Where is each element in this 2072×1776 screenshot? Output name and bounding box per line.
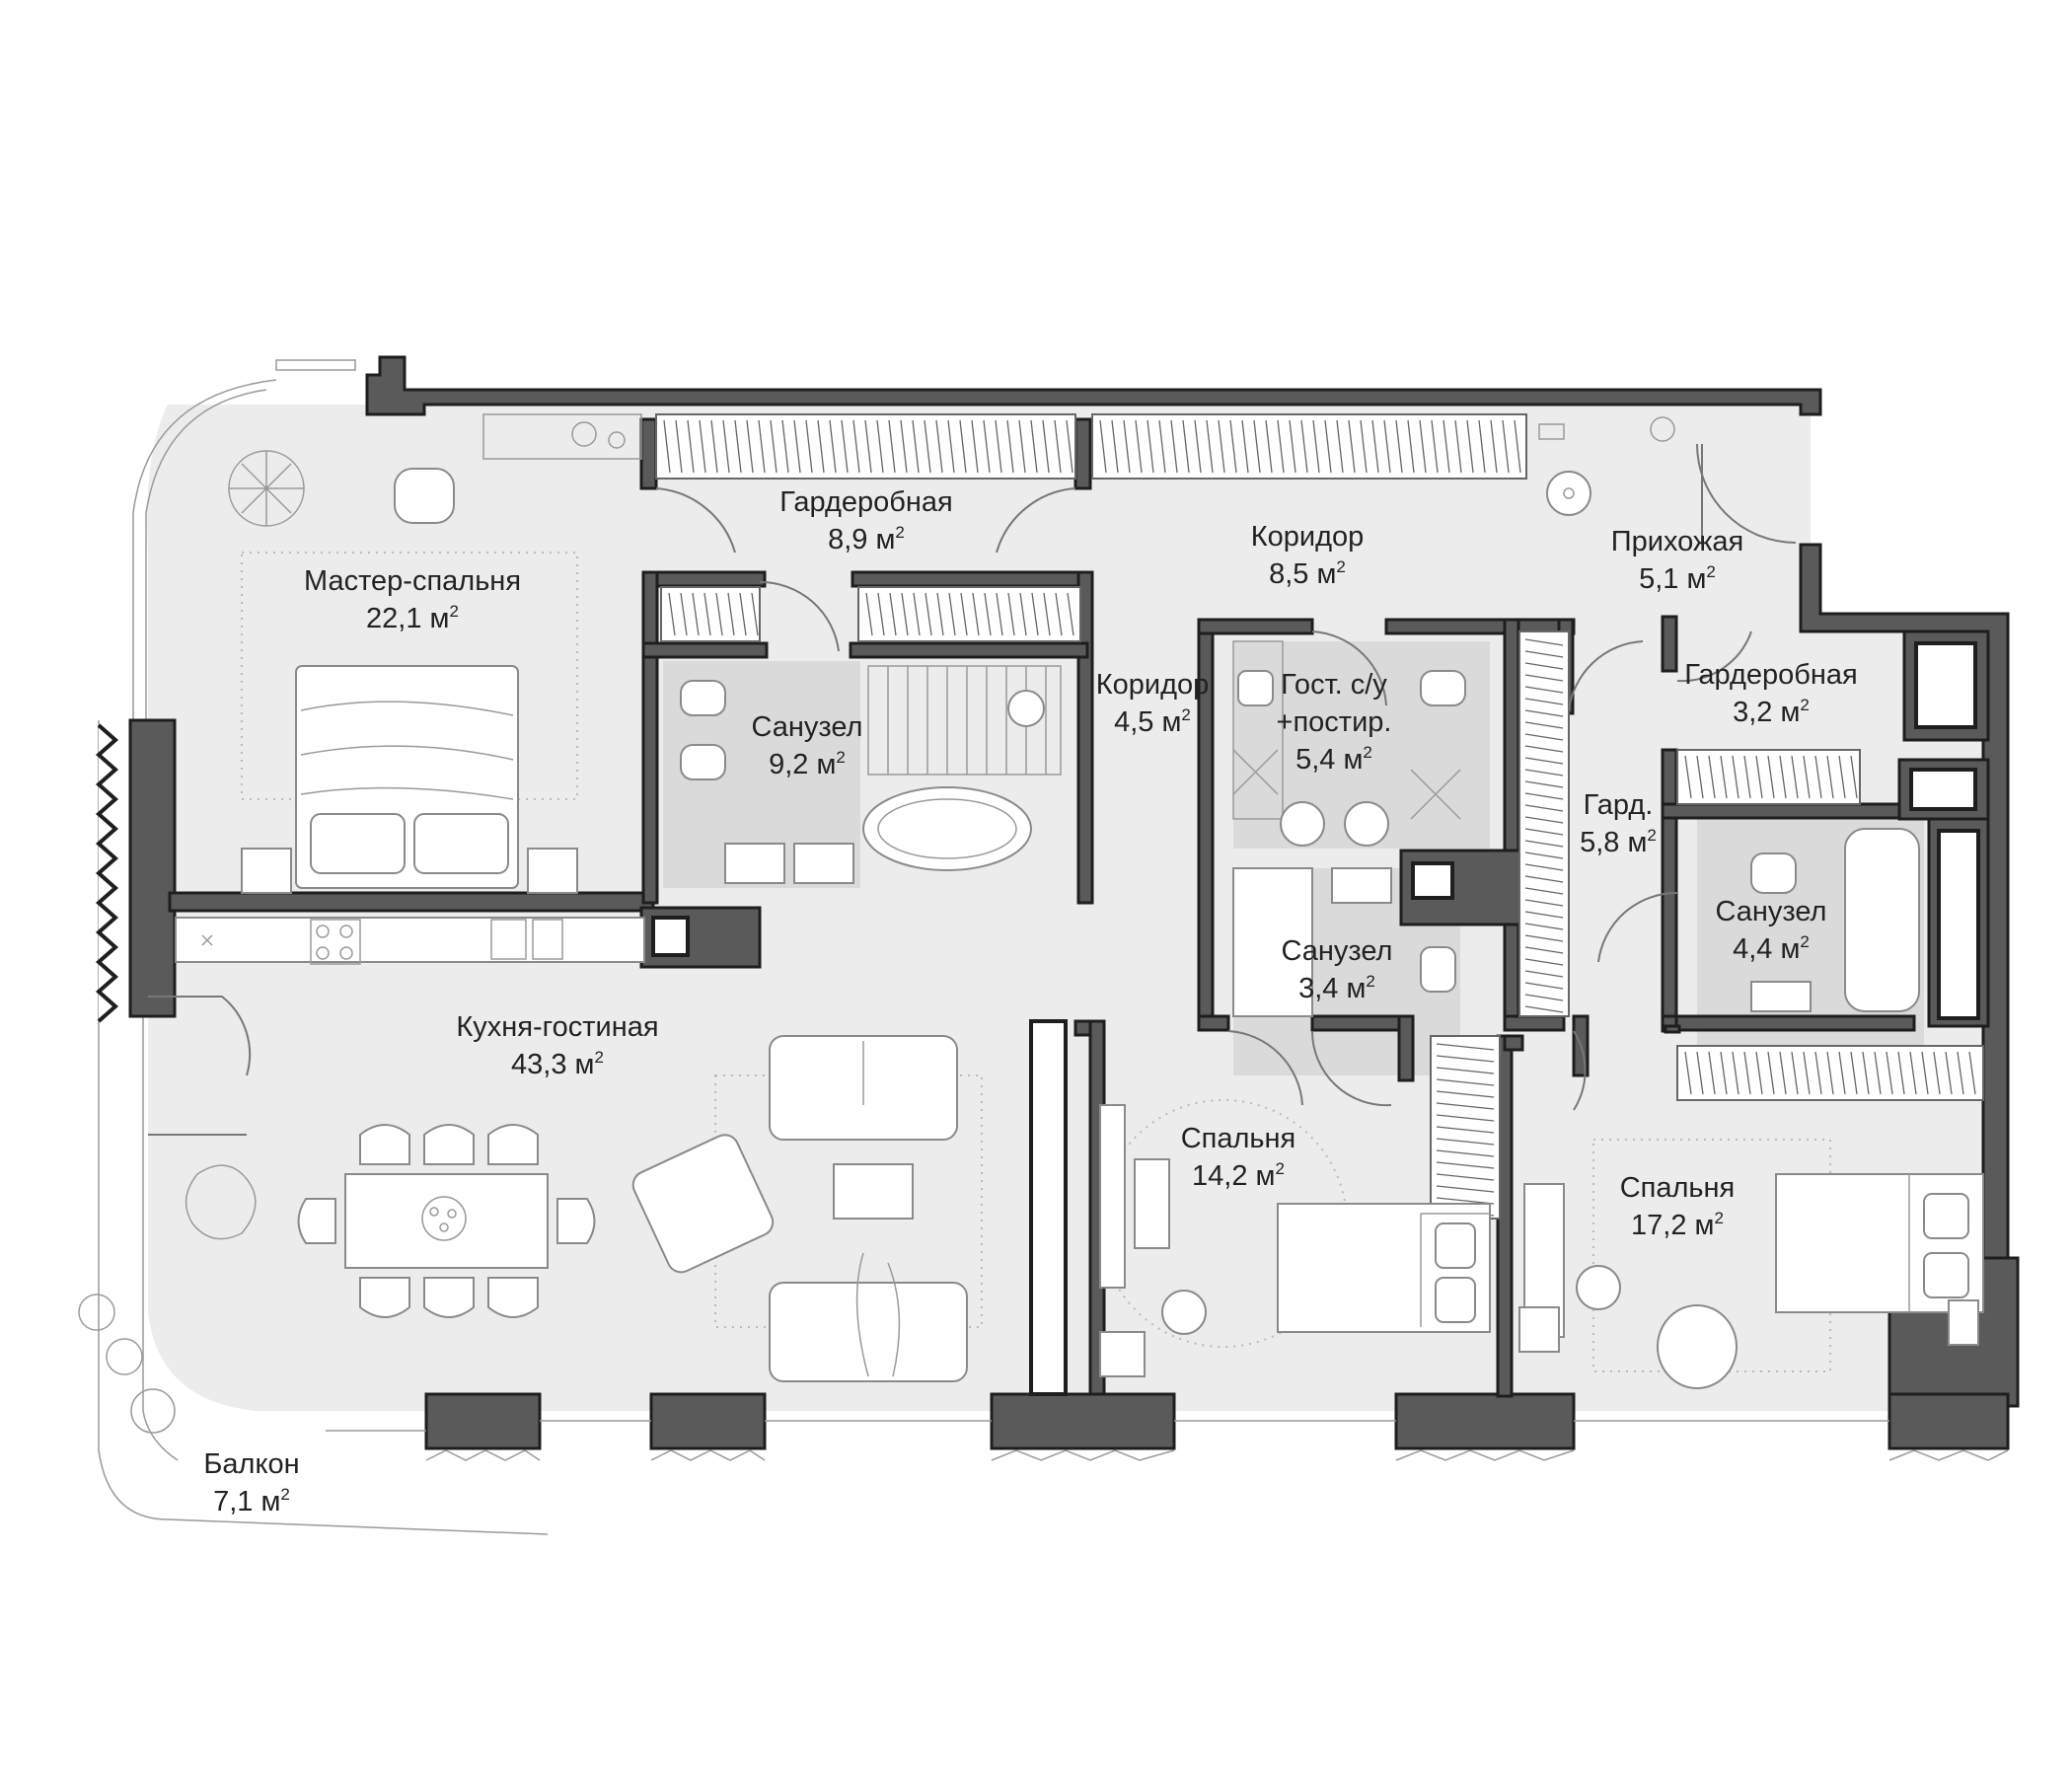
area-unit: м bbox=[429, 603, 450, 634]
room-name: Коридор bbox=[1250, 521, 1365, 553]
room-name: Спальня bbox=[1619, 1172, 1736, 1204]
area-unit: м bbox=[1780, 697, 1801, 728]
area-unit: м bbox=[574, 1049, 595, 1080]
area-exponent: 2 bbox=[594, 1048, 604, 1067]
room-area-value: 43,3 bbox=[511, 1049, 567, 1080]
area-unit: м bbox=[875, 524, 896, 555]
area-exponent: 2 bbox=[1363, 743, 1372, 762]
room-area-value: 5,4 bbox=[1295, 744, 1336, 776]
room-area-value: 8,5 bbox=[1269, 558, 1309, 590]
room-area: 5,4 м2 bbox=[1277, 741, 1392, 778]
area-exponent: 2 bbox=[449, 602, 459, 621]
area-unit: м bbox=[1161, 706, 1182, 738]
room-area-value: 3,2 bbox=[1733, 697, 1773, 728]
room-area-value: 7,1 bbox=[213, 1486, 254, 1517]
room-name: Прихожая bbox=[1610, 526, 1744, 557]
window-piers bbox=[326, 1392, 2010, 1461]
room-area: 4,4 м2 bbox=[1716, 930, 1827, 968]
room-name: Кухня-гостиная bbox=[456, 1011, 659, 1043]
area-unit: м bbox=[1346, 973, 1367, 1004]
room-area: 5,1 м2 bbox=[1611, 560, 1743, 598]
room-area: 4,5 м2 bbox=[1096, 703, 1210, 741]
room-area-value: 5,1 bbox=[1639, 563, 1679, 595]
area-exponent: 2 bbox=[1800, 932, 1810, 951]
area-unit: м bbox=[1686, 563, 1707, 595]
room-name: Мастер-спальня bbox=[303, 565, 522, 597]
room-area: 14,2 м2 bbox=[1181, 1157, 1296, 1195]
room-name: Гард. bbox=[1583, 789, 1654, 821]
room-name: Коридор bbox=[1095, 669, 1210, 701]
room-area: 8,9 м2 bbox=[779, 521, 952, 558]
room-name: Гост. с/у bbox=[1281, 669, 1387, 701]
area-exponent: 2 bbox=[1706, 562, 1716, 581]
room-area: 17,2 м2 bbox=[1620, 1207, 1736, 1244]
area-exponent: 2 bbox=[895, 523, 905, 542]
area-unit: м bbox=[1255, 1160, 1276, 1192]
room-area-value: 22,1 bbox=[366, 603, 422, 634]
area-exponent: 2 bbox=[1336, 557, 1346, 576]
room-area: 3,2 м2 bbox=[1684, 694, 1857, 731]
area-unit: м bbox=[1627, 827, 1648, 858]
room-area: 22,1 м2 bbox=[304, 600, 521, 637]
room-name: Санузел bbox=[1715, 896, 1827, 927]
area-exponent: 2 bbox=[1800, 696, 1810, 714]
area-exponent: 2 bbox=[1714, 1209, 1724, 1227]
room-area-value: 3,4 bbox=[1298, 973, 1339, 1004]
area-unit: м bbox=[1316, 558, 1337, 590]
room-name: Гардеробная bbox=[779, 486, 953, 518]
room-area: 3,4 м2 bbox=[1282, 970, 1393, 1007]
area-unit: м bbox=[1780, 933, 1801, 965]
room-name: Спальня bbox=[1180, 1123, 1296, 1154]
room-area-value: 14,2 bbox=[1192, 1160, 1248, 1192]
room-area-value: 4,4 bbox=[1733, 933, 1773, 965]
balcony-outline bbox=[78, 720, 549, 1535]
area-exponent: 2 bbox=[836, 748, 846, 767]
room-area: 8,5 м2 bbox=[1251, 555, 1365, 593]
room-label-wardrobe-3: Гард.5,8 м2 bbox=[1580, 786, 1657, 861]
furniture bbox=[175, 413, 1984, 1389]
area-unit: м bbox=[1694, 1210, 1715, 1241]
room-area: 9,2 м2 bbox=[752, 746, 863, 783]
area-exponent: 2 bbox=[1275, 1159, 1285, 1178]
room-area-value: 4,5 bbox=[1114, 706, 1154, 738]
room-area-value: 5,8 bbox=[1580, 827, 1620, 858]
room-area-value: 9,2 bbox=[769, 749, 809, 780]
curved-window bbox=[132, 359, 356, 720]
room-area: 5,8 м2 bbox=[1580, 824, 1657, 861]
area-exponent: 2 bbox=[1647, 826, 1657, 845]
doors bbox=[148, 443, 1797, 1136]
area-unit: м bbox=[1343, 744, 1364, 776]
area-unit: м bbox=[260, 1486, 281, 1517]
room-name: Санузел bbox=[751, 711, 863, 743]
room-area: 7,1 м2 bbox=[203, 1483, 299, 1520]
room-name: Гардеробная bbox=[1684, 659, 1858, 691]
room-name: Балкон bbox=[203, 1448, 300, 1480]
room-label-guest-wc: Гост. с/у+постир.5,4 м2 bbox=[1277, 666, 1392, 778]
room-area-value: 8,9 bbox=[828, 524, 868, 555]
wardrobes bbox=[655, 413, 1984, 1220]
room-area-value: 17,2 bbox=[1631, 1210, 1687, 1241]
area-unit: м bbox=[816, 749, 837, 780]
area-exponent: 2 bbox=[280, 1485, 290, 1504]
room-name: +постир. bbox=[1276, 706, 1392, 738]
area-exponent: 2 bbox=[1181, 705, 1191, 724]
room-name: Санузел bbox=[1281, 935, 1393, 967]
room-area: 43,3 м2 bbox=[456, 1046, 658, 1083]
area-exponent: 2 bbox=[1366, 972, 1375, 991]
